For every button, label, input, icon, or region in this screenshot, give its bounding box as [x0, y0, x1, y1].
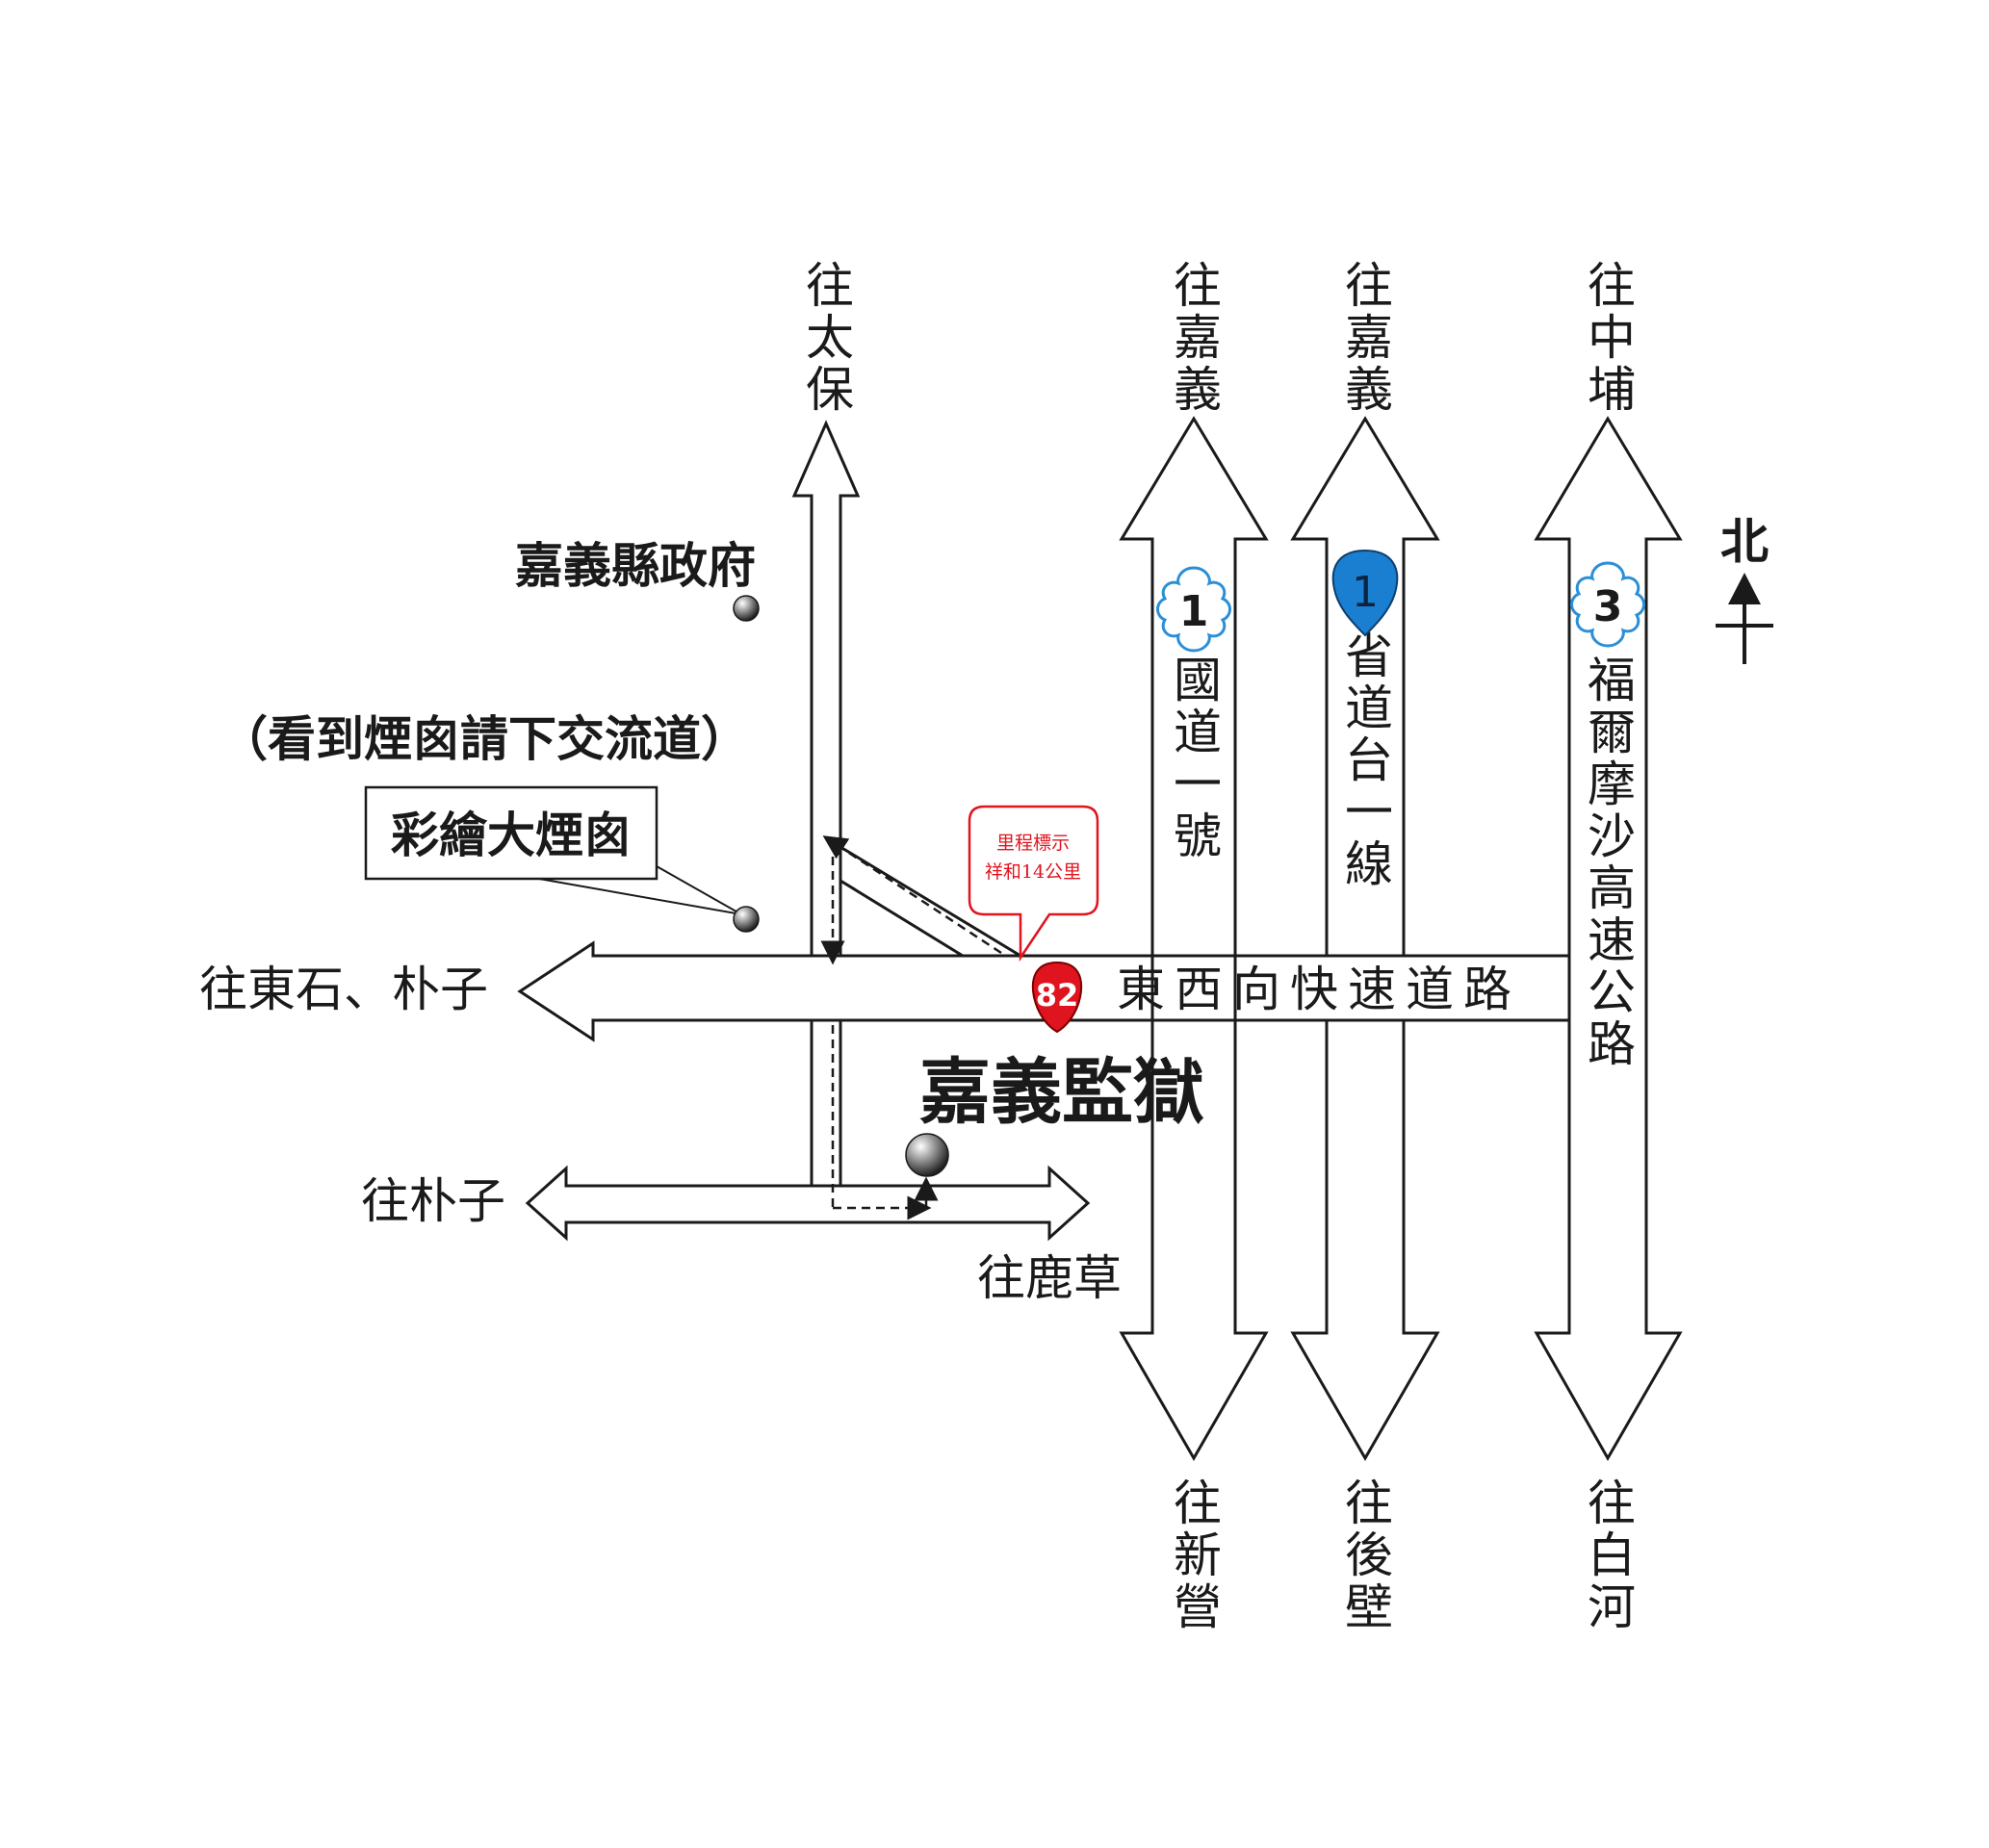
freeway-3-shield: 3 — [1570, 561, 1645, 648]
dest-taibao: 往太保 — [798, 260, 854, 416]
national-1-number: 1 — [1179, 587, 1209, 636]
dest-dongshi-puzi: 往東石、朴子 — [199, 962, 488, 1017]
north-compass: 北 — [1716, 514, 1773, 664]
landmark-prison: 嘉義監獄 — [919, 1051, 1204, 1134]
route-dash-ramp — [822, 835, 1002, 955]
expressway-gap-2 — [1406, 958, 1567, 1018]
junction-formosa — [1571, 958, 1644, 1018]
road-puzi-lucao — [525, 1165, 1091, 1242]
expressway-82-number: 82 — [1036, 977, 1079, 1014]
freeway-3-number: 3 — [1593, 582, 1623, 631]
callout-line-2: 祥和14公里 — [985, 861, 1081, 883]
mileage-callout: 里程標示 祥和14公里 — [968, 805, 1099, 962]
national-1-shield: 1 — [1156, 566, 1231, 653]
prison-marker — [905, 1133, 949, 1177]
dest-baihe: 往白河 — [1580, 1477, 1636, 1633]
road-formosa-freeway — [1534, 416, 1683, 1462]
junction-puzi — [814, 1188, 839, 1220]
county-government-marker — [733, 595, 760, 622]
road-ramp — [839, 844, 1026, 958]
dest-houbi: 往後壁 — [1337, 1477, 1393, 1633]
chimney-label-box — [364, 785, 659, 881]
road-north-taibao — [791, 420, 861, 1188]
expressway-82-shield: 82 — [1031, 961, 1083, 1034]
provincial-1-shield: 1 — [1331, 549, 1399, 637]
road-provincial-1-south — [1290, 1018, 1440, 1462]
exit-hint: （看到煙囪請下交流道） — [220, 711, 749, 767]
landmark-chimney: 彩繪大煙囪 — [391, 808, 632, 863]
expressway-gap-1 — [1237, 958, 1325, 1018]
road-label-expressway: 東西向快速道路 — [1117, 962, 1521, 1017]
road-label-national-1: 國道一號 — [1166, 654, 1222, 862]
junction-taibao — [814, 958, 839, 1018]
junction-national-1 — [1154, 958, 1233, 1018]
provincial-1-number: 1 — [1352, 568, 1379, 617]
landmark-county-government: 嘉義縣政府 — [515, 538, 756, 594]
dest-chiayi-1: 往嘉義 — [1166, 260, 1222, 416]
dest-puzi: 往朴子 — [361, 1173, 505, 1229]
dest-chiayi-2: 往嘉義 — [1337, 260, 1393, 416]
callout-line-1: 里程標示 — [996, 833, 1070, 854]
compass-label: 北 — [1720, 514, 1769, 570]
dest-zhongpu: 往中埔 — [1580, 260, 1636, 416]
road-provincial-1-north — [1290, 416, 1440, 958]
chimney-marker — [733, 906, 760, 933]
dest-xinying: 往新營 — [1166, 1477, 1222, 1633]
road-national-1 — [1119, 416, 1269, 1462]
road-label-formosa: 福爾摩沙高速公路 — [1580, 654, 1636, 1070]
road-label-provincial-1: 省道台一線 — [1337, 630, 1393, 890]
dest-lucao: 往鹿草 — [977, 1250, 1122, 1306]
